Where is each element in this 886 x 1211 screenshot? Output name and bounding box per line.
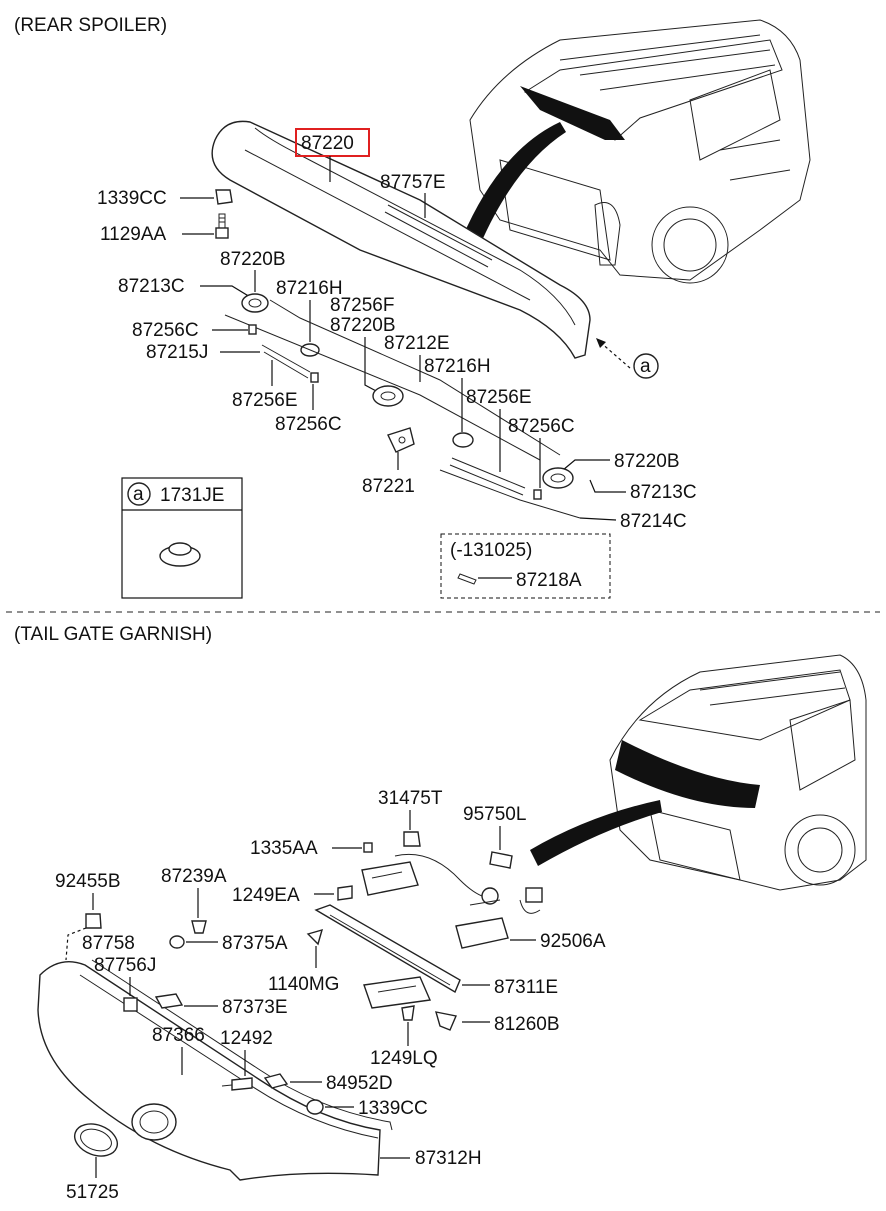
- label-87256C-b: 87256C: [275, 414, 342, 435]
- label-87256C-a: 87256C: [132, 320, 199, 341]
- label-92455B: 92455B: [55, 871, 121, 892]
- label-95750L: 95750L: [463, 804, 526, 825]
- label-87220B-c: 87220B: [614, 451, 680, 472]
- inset-box-87218A: (-131025) 87218A: [440, 533, 611, 599]
- emblem-51725: [73, 1123, 119, 1157]
- pad-87220B-a: [241, 293, 269, 313]
- pad-87373E: [154, 993, 184, 1009]
- label-87213C-b: 87213C: [630, 482, 697, 503]
- spoiler-body: [211, 120, 591, 359]
- strip-87757E: [384, 204, 493, 268]
- screw-1249LQ: [401, 1005, 415, 1021]
- label-87366: 87366: [152, 1025, 205, 1046]
- label-87220: 87220: [301, 133, 354, 154]
- handle-unit: [363, 976, 457, 1031]
- label-87757E: 87757E: [380, 172, 446, 193]
- label-84952D: 84952D: [326, 1073, 393, 1094]
- label-87212E: 87212E: [384, 333, 450, 354]
- pad-87220B-c: [542, 467, 574, 489]
- garnish-body: [37, 959, 393, 1181]
- label-87256C-c: 87256C: [508, 416, 575, 437]
- label-87216H-b: 87216H: [424, 356, 491, 377]
- washer-87375A: [169, 935, 185, 949]
- label-87216H-a: 87216H: [276, 278, 343, 299]
- label-87375A: 87375A: [222, 933, 288, 954]
- pad-87220B-b: [372, 385, 404, 407]
- strip-87215J: [261, 344, 311, 379]
- vehicle-tailgate-illustration: [609, 654, 867, 891]
- latch-92506A: [455, 887, 543, 949]
- label-31475T: 31475T: [378, 788, 443, 809]
- highlight-box-87220: [295, 128, 370, 157]
- label-87256E-a: 87256E: [232, 390, 298, 411]
- inset-box-1731JE: a 1731JE: [121, 477, 243, 599]
- tail-gate-section-title: (TAIL GATE GARNISH): [14, 624, 212, 645]
- label-1249EA: 1249EA: [232, 885, 300, 906]
- connector-31475T: [403, 831, 421, 847]
- pointer-arrow-spoiler: [462, 122, 566, 245]
- sensor-95750L: [489, 851, 513, 869]
- pointer-arrow-tailgate: [530, 800, 662, 866]
- pad-84952D: [263, 1073, 289, 1089]
- washer-87216H-b: [452, 432, 474, 448]
- lamp-unit: [361, 853, 496, 899]
- label-87239A: 87239A: [161, 866, 227, 887]
- label-1339CC: 1339CC: [97, 188, 167, 209]
- label-51725: 51725: [66, 1182, 119, 1203]
- label-87758: 87758: [82, 933, 135, 954]
- clip-87239A: [191, 920, 207, 934]
- bracket-87221: [387, 427, 415, 453]
- screw-12492: [221, 1077, 253, 1091]
- strip-87256E-b: [449, 457, 526, 496]
- label-87373E: 87373E: [222, 997, 288, 1018]
- label-81260B: 81260B: [494, 1014, 560, 1035]
- label-1249LQ: 1249LQ: [370, 1048, 438, 1069]
- nut-1339CC-b: [306, 1099, 324, 1115]
- label-87312H: 87312H: [415, 1148, 482, 1169]
- label-87213C-a: 87213C: [118, 276, 185, 297]
- label-87220B-a: 87220B: [220, 249, 286, 270]
- label-87756J: 87756J: [94, 955, 156, 976]
- label-87214C: 87214C: [620, 511, 687, 532]
- label-87215J: 87215J: [146, 342, 208, 363]
- label-87221: 87221: [362, 476, 415, 497]
- seal-87214C: [439, 469, 581, 519]
- rear-spoiler-section-title: (REAR SPOILER): [14, 15, 167, 36]
- label-12492: 12492: [220, 1028, 273, 1049]
- bolt-1129AA: [215, 213, 229, 239]
- clip-92455B: [85, 913, 102, 929]
- callout-a-label: a: [640, 356, 651, 377]
- callout-marker-a: [633, 353, 659, 379]
- label-87220B-b: 87220B: [330, 315, 396, 336]
- clip-1140MG: [306, 928, 324, 946]
- screw-1249EA: [337, 885, 353, 901]
- garnish-frame-87311E: [314, 904, 461, 994]
- label-87256F: 87256F: [330, 295, 394, 316]
- clip-87756J: [123, 997, 138, 1012]
- nut-1339CC: [215, 189, 233, 205]
- label-1335AA: 1335AA: [250, 838, 318, 859]
- label-1140MG: 1140MG: [268, 974, 339, 995]
- label-1731JE: 1731JE: [160, 485, 224, 506]
- label-87311E: 87311E: [494, 977, 558, 998]
- label-92506A: 92506A: [540, 931, 606, 952]
- label-1339CC-b: 1339CC: [358, 1098, 428, 1119]
- vehicle-rear-view-illustration: [469, 19, 811, 284]
- label-87256E-b: 87256E: [466, 387, 532, 408]
- label-87218A: 87218A: [516, 570, 582, 591]
- inset-marker-a: a: [133, 484, 144, 505]
- label-1129AA: 1129AA: [100, 224, 167, 245]
- label-date-range: (-131025): [450, 540, 532, 561]
